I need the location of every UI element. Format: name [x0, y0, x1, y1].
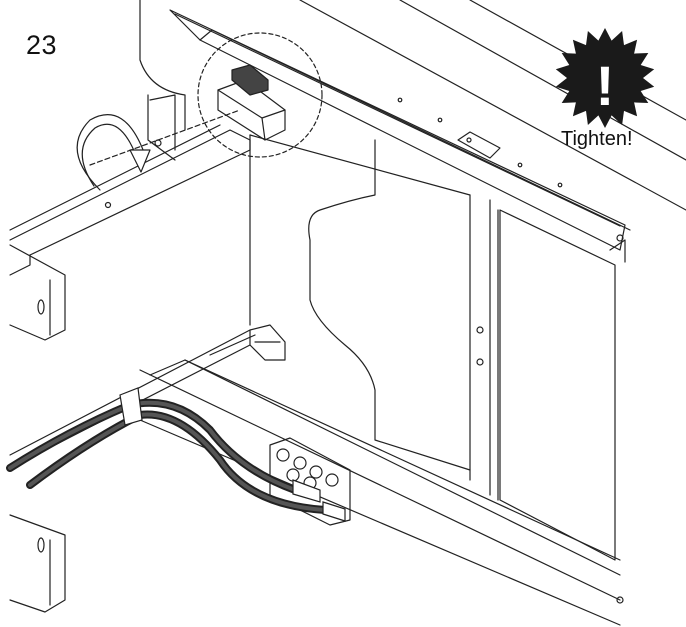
- detail-circle: [197, 32, 323, 158]
- top-rail: [169, 9, 631, 263]
- rail-bracket: [457, 131, 501, 159]
- warning-icon: !: [555, 28, 655, 128]
- axis-line: [89, 109, 241, 166]
- side-panel: [139, 0, 186, 161]
- step-number: 23: [26, 30, 58, 60]
- rotate-arrow-icon: [76, 114, 151, 191]
- warning-symbol: !: [596, 54, 615, 117]
- cable-plugs: [292, 479, 346, 522]
- clamp-bracket: [217, 64, 286, 141]
- warning-label: Tighten!: [561, 128, 633, 150]
- cables: [6, 387, 329, 514]
- screws: [397, 97, 624, 604]
- drawer-frame: [9, 124, 251, 341]
- bottom-clip: [249, 324, 286, 361]
- back-panel: [249, 134, 616, 561]
